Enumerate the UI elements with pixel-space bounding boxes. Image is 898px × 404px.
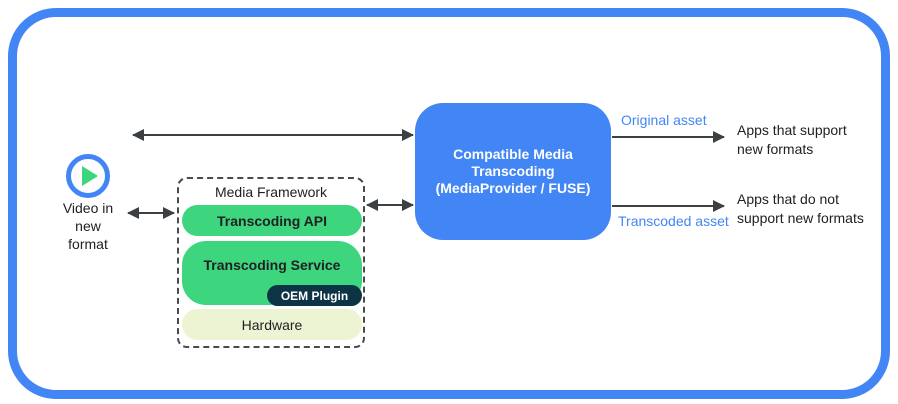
source-video-line: format: [68, 236, 108, 252]
transcoding-api-pill: Transcoding API: [182, 205, 362, 236]
hardware-pill: Hardware: [182, 309, 362, 340]
arrow-original-asset: [612, 131, 725, 143]
apps-support-label: Apps that support new formats: [737, 121, 887, 159]
oem-plugin-pill: OEM Plugin: [267, 285, 362, 306]
source-video-line: Video in: [62, 200, 114, 216]
arrow-transcoded-asset: [612, 200, 725, 212]
transcoded-asset-label: Transcoded asset: [618, 213, 729, 229]
compatible-media-transcoding-box: Compatible Media Transcoding (MediaProvi…: [415, 103, 611, 240]
original-asset-label: Original asset: [621, 112, 707, 128]
apps-no-support-label: Apps that do not support new formats: [737, 190, 887, 228]
arrow-source-framework: [127, 207, 175, 219]
arrow-framework-transcoding: [366, 199, 414, 211]
apps-no-support-line: Apps that do not: [737, 191, 839, 207]
source-video-line: new: [75, 218, 101, 234]
transcoding-box-line: (MediaProvider / FUSE): [435, 180, 591, 196]
transcoding-box-line: Compatible Media: [453, 146, 573, 162]
apps-no-support-line: support new formats: [737, 210, 864, 226]
arrow-source-transcoding: [132, 129, 414, 141]
apps-support-line: Apps that support: [737, 122, 847, 138]
transcoding-box-line: Transcoding: [471, 163, 555, 179]
outer-border: [8, 8, 890, 399]
apps-support-line: new formats: [737, 141, 814, 157]
play-icon: [66, 154, 110, 198]
source-video-label: Video in new format: [46, 199, 130, 253]
media-framework-title: Media Framework: [214, 184, 328, 200]
